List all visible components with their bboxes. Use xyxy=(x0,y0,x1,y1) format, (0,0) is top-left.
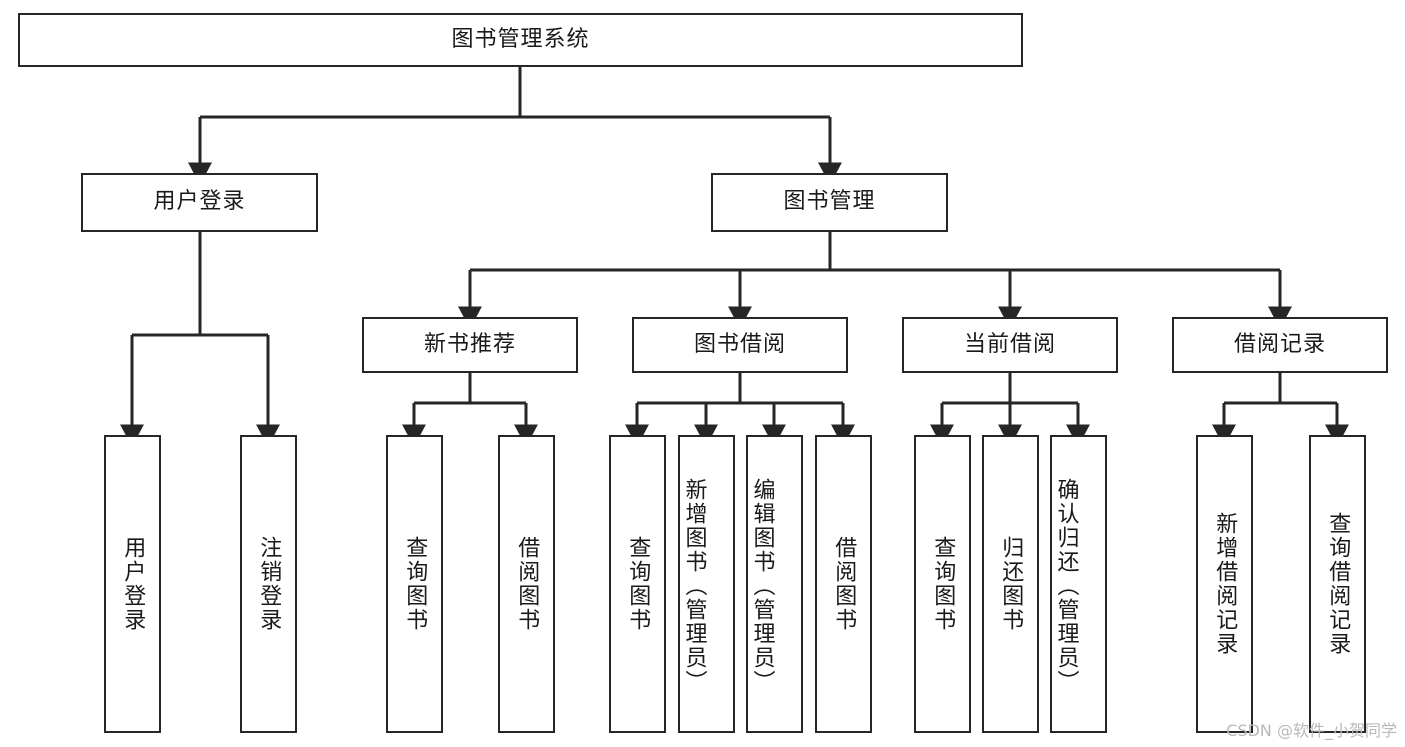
node-root-book-management-system[interactable]: 图书管理系统 xyxy=(18,13,1023,67)
node-book-borrowing[interactable]: 图书借阅 xyxy=(632,317,848,373)
node-label: 图书管理 xyxy=(783,189,876,215)
node-label: 注销登录 xyxy=(256,536,282,632)
leaf-confirm-return-admin[interactable]: 确认归还（管理员） xyxy=(1050,435,1107,733)
node-label: 查询图书 xyxy=(402,536,428,632)
node-new-book-recommendation[interactable]: 新书推荐 xyxy=(362,317,578,373)
node-label: 查询借阅记录 xyxy=(1325,512,1351,656)
leaf-borrow-books[interactable]: 借阅图书 xyxy=(815,435,872,733)
node-label: 当前借阅 xyxy=(963,331,1056,357)
node-book-management[interactable]: 图书管理 xyxy=(711,173,948,232)
leaf-borrow-books-newbook[interactable]: 借阅图书 xyxy=(498,435,555,733)
leaf-query-books-current[interactable]: 查询图书 xyxy=(914,435,971,733)
leaf-query-borrow-record[interactable]: 查询借阅记录 xyxy=(1309,435,1366,733)
leaf-add-book-admin[interactable]: 新增图书（管理员） xyxy=(678,435,735,733)
leaf-user-login[interactable]: 用户登录 xyxy=(104,435,161,733)
node-label: 确认归还（管理员） xyxy=(1053,478,1079,694)
node-label: 新书推荐 xyxy=(423,331,516,357)
node-label: 借阅记录 xyxy=(1233,331,1326,357)
leaf-query-books-newbook[interactable]: 查询图书 xyxy=(386,435,443,733)
leaf-edit-book-admin[interactable]: 编辑图书（管理员） xyxy=(746,435,803,733)
leaf-return-books[interactable]: 归还图书 xyxy=(982,435,1039,733)
leaf-add-borrow-record[interactable]: 新增借阅记录 xyxy=(1196,435,1253,733)
leaf-logout[interactable]: 注销登录 xyxy=(240,435,297,733)
node-label: 归还图书 xyxy=(998,536,1024,632)
node-borrowing-records[interactable]: 借阅记录 xyxy=(1172,317,1388,373)
node-label: 用户登录 xyxy=(153,189,246,215)
node-current-borrowing[interactable]: 当前借阅 xyxy=(902,317,1118,373)
node-label: 新增图书（管理员） xyxy=(681,478,707,694)
node-label: 用户登录 xyxy=(120,536,146,632)
node-label: 查询图书 xyxy=(930,536,956,632)
leaf-query-books-borrow[interactable]: 查询图书 xyxy=(609,435,666,733)
node-label: 借阅图书 xyxy=(514,536,540,632)
node-label: 图书管理系统 xyxy=(451,26,590,52)
node-label: 新增借阅记录 xyxy=(1212,512,1238,656)
node-label: 查询图书 xyxy=(625,536,651,632)
node-label: 编辑图书（管理员） xyxy=(749,478,775,694)
node-label: 借阅图书 xyxy=(831,536,857,632)
node-label: 图书借阅 xyxy=(693,331,786,357)
node-user-login[interactable]: 用户登录 xyxy=(81,173,318,232)
